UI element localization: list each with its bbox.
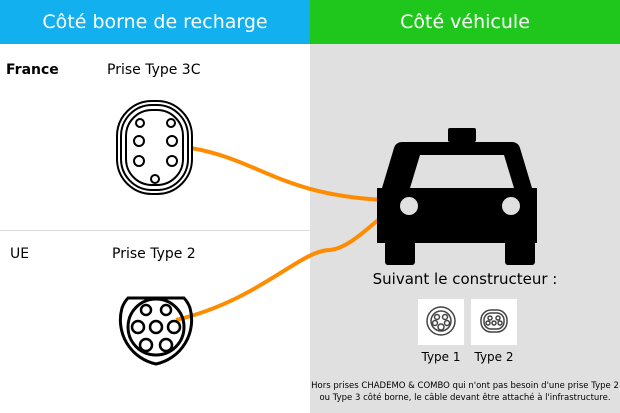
type2-inlet-thumbnail [471,299,517,345]
type1-inlet-thumbnail [418,299,464,345]
type1-label: Type 1 [421,350,461,364]
type1-plug-icon [426,306,456,336]
car-icon [377,128,537,265]
divider [0,230,310,231]
footnote-line-1: Hors prises CHADEMO & COMBO qui n'ont pa… [311,381,619,391]
region-france: France [6,62,59,78]
type2-plug-icon [480,309,508,333]
region-eu: UE [10,246,30,262]
type2-socket-icon [118,296,194,366]
charger-side-title: Côté borne de recharge [42,11,268,33]
vehicle-subtitle: Suivant le constructeur : [372,270,558,288]
plug-type-2-label: Prise Type 2 [112,246,196,262]
footnote-line-2: ou Type 3 côté borne, le câble devant êt… [319,393,611,403]
vehicle-side-title: Côté véhicule [400,11,530,33]
charger-side-header: Côté borne de recharge [0,0,310,44]
plug-type-3c-label: Prise Type 3C [107,62,201,78]
cable-type3c [190,146,386,202]
type2-label: Type 2 [474,350,514,364]
footnote: Hors prises CHADEMO & COMBO qui n'ont pa… [310,380,620,404]
vehicle-side-header: Côté véhicule [310,0,620,44]
cable-type2 [175,213,387,322]
type3c-socket-icon [116,100,193,195]
